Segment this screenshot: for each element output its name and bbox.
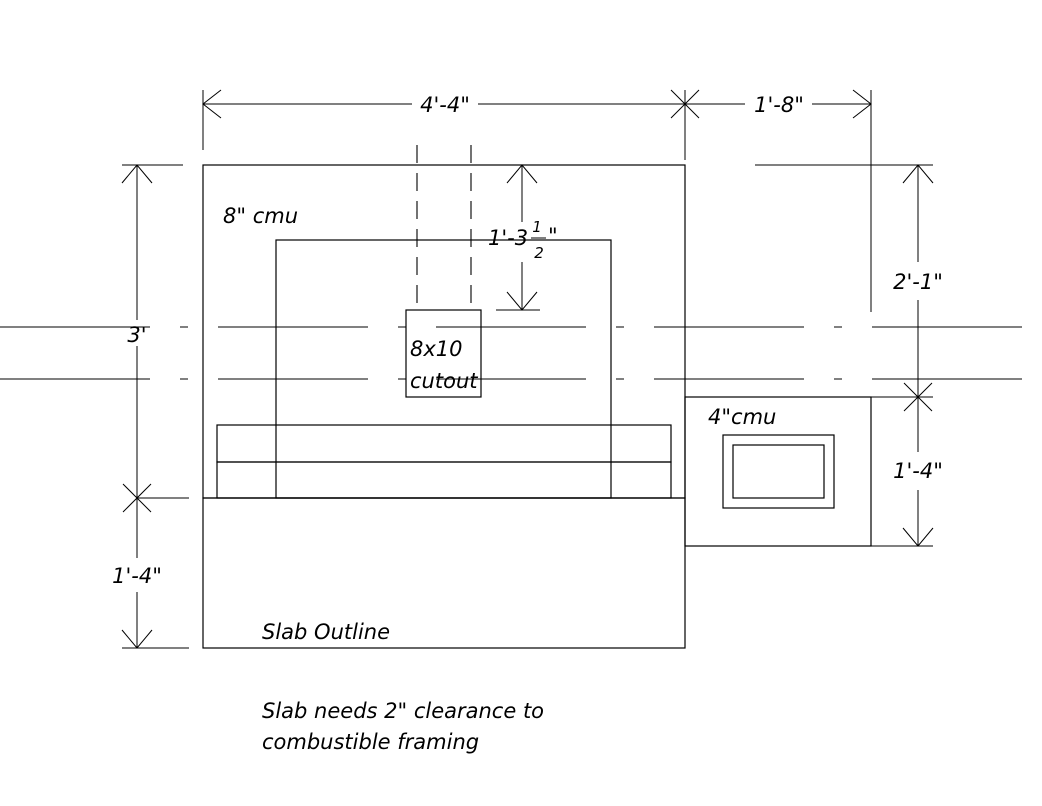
cutout-label-line2: cutout [410, 369, 478, 393]
dimension-flue-offset [496, 164, 540, 311]
side-opening-outer [722, 434, 835, 509]
side-cmu-block [684, 396, 872, 547]
main-cmu-label: 8" cmu [223, 204, 298, 228]
hearth-lower-row [216, 461, 672, 499]
cutout-label-line1: 8x10 [410, 337, 463, 361]
cutout-8x10 [405, 309, 482, 398]
slab-outline-label: Slab Outline [262, 620, 390, 644]
side-opening-inner [732, 444, 825, 499]
dimension-left-height-label: 3' [127, 323, 146, 347]
dimension-right-lower-label: 1'-4" [893, 459, 943, 483]
dimension-right-upper-label: 2'-1" [893, 270, 943, 294]
clearance-note-line1: Slab needs 2" clearance to [262, 699, 544, 723]
dimension-flue-offset-denominator: 2 [534, 244, 544, 262]
dimension-top-width-label: 4'-4" [420, 93, 470, 117]
dimension-left-lower-label: 1'-4" [112, 564, 162, 588]
dimension-left-lower [121, 498, 189, 649]
dimension-top-right-label: 1'-8" [754, 93, 804, 117]
slab-outline [202, 497, 686, 649]
hearth-upper-row [216, 424, 672, 463]
dimension-flue-offset-inch-mark: " [548, 224, 558, 248]
dimension-flue-offset-numerator: 1 [532, 218, 542, 236]
side-cmu-label: 4"cmu [708, 405, 776, 429]
dimension-right-lower [871, 397, 934, 547]
dimension-flue-offset-label: 1'-3 [488, 226, 528, 250]
clearance-note-line2: combustible framing [262, 730, 479, 754]
dimension-top-right [685, 89, 872, 312]
